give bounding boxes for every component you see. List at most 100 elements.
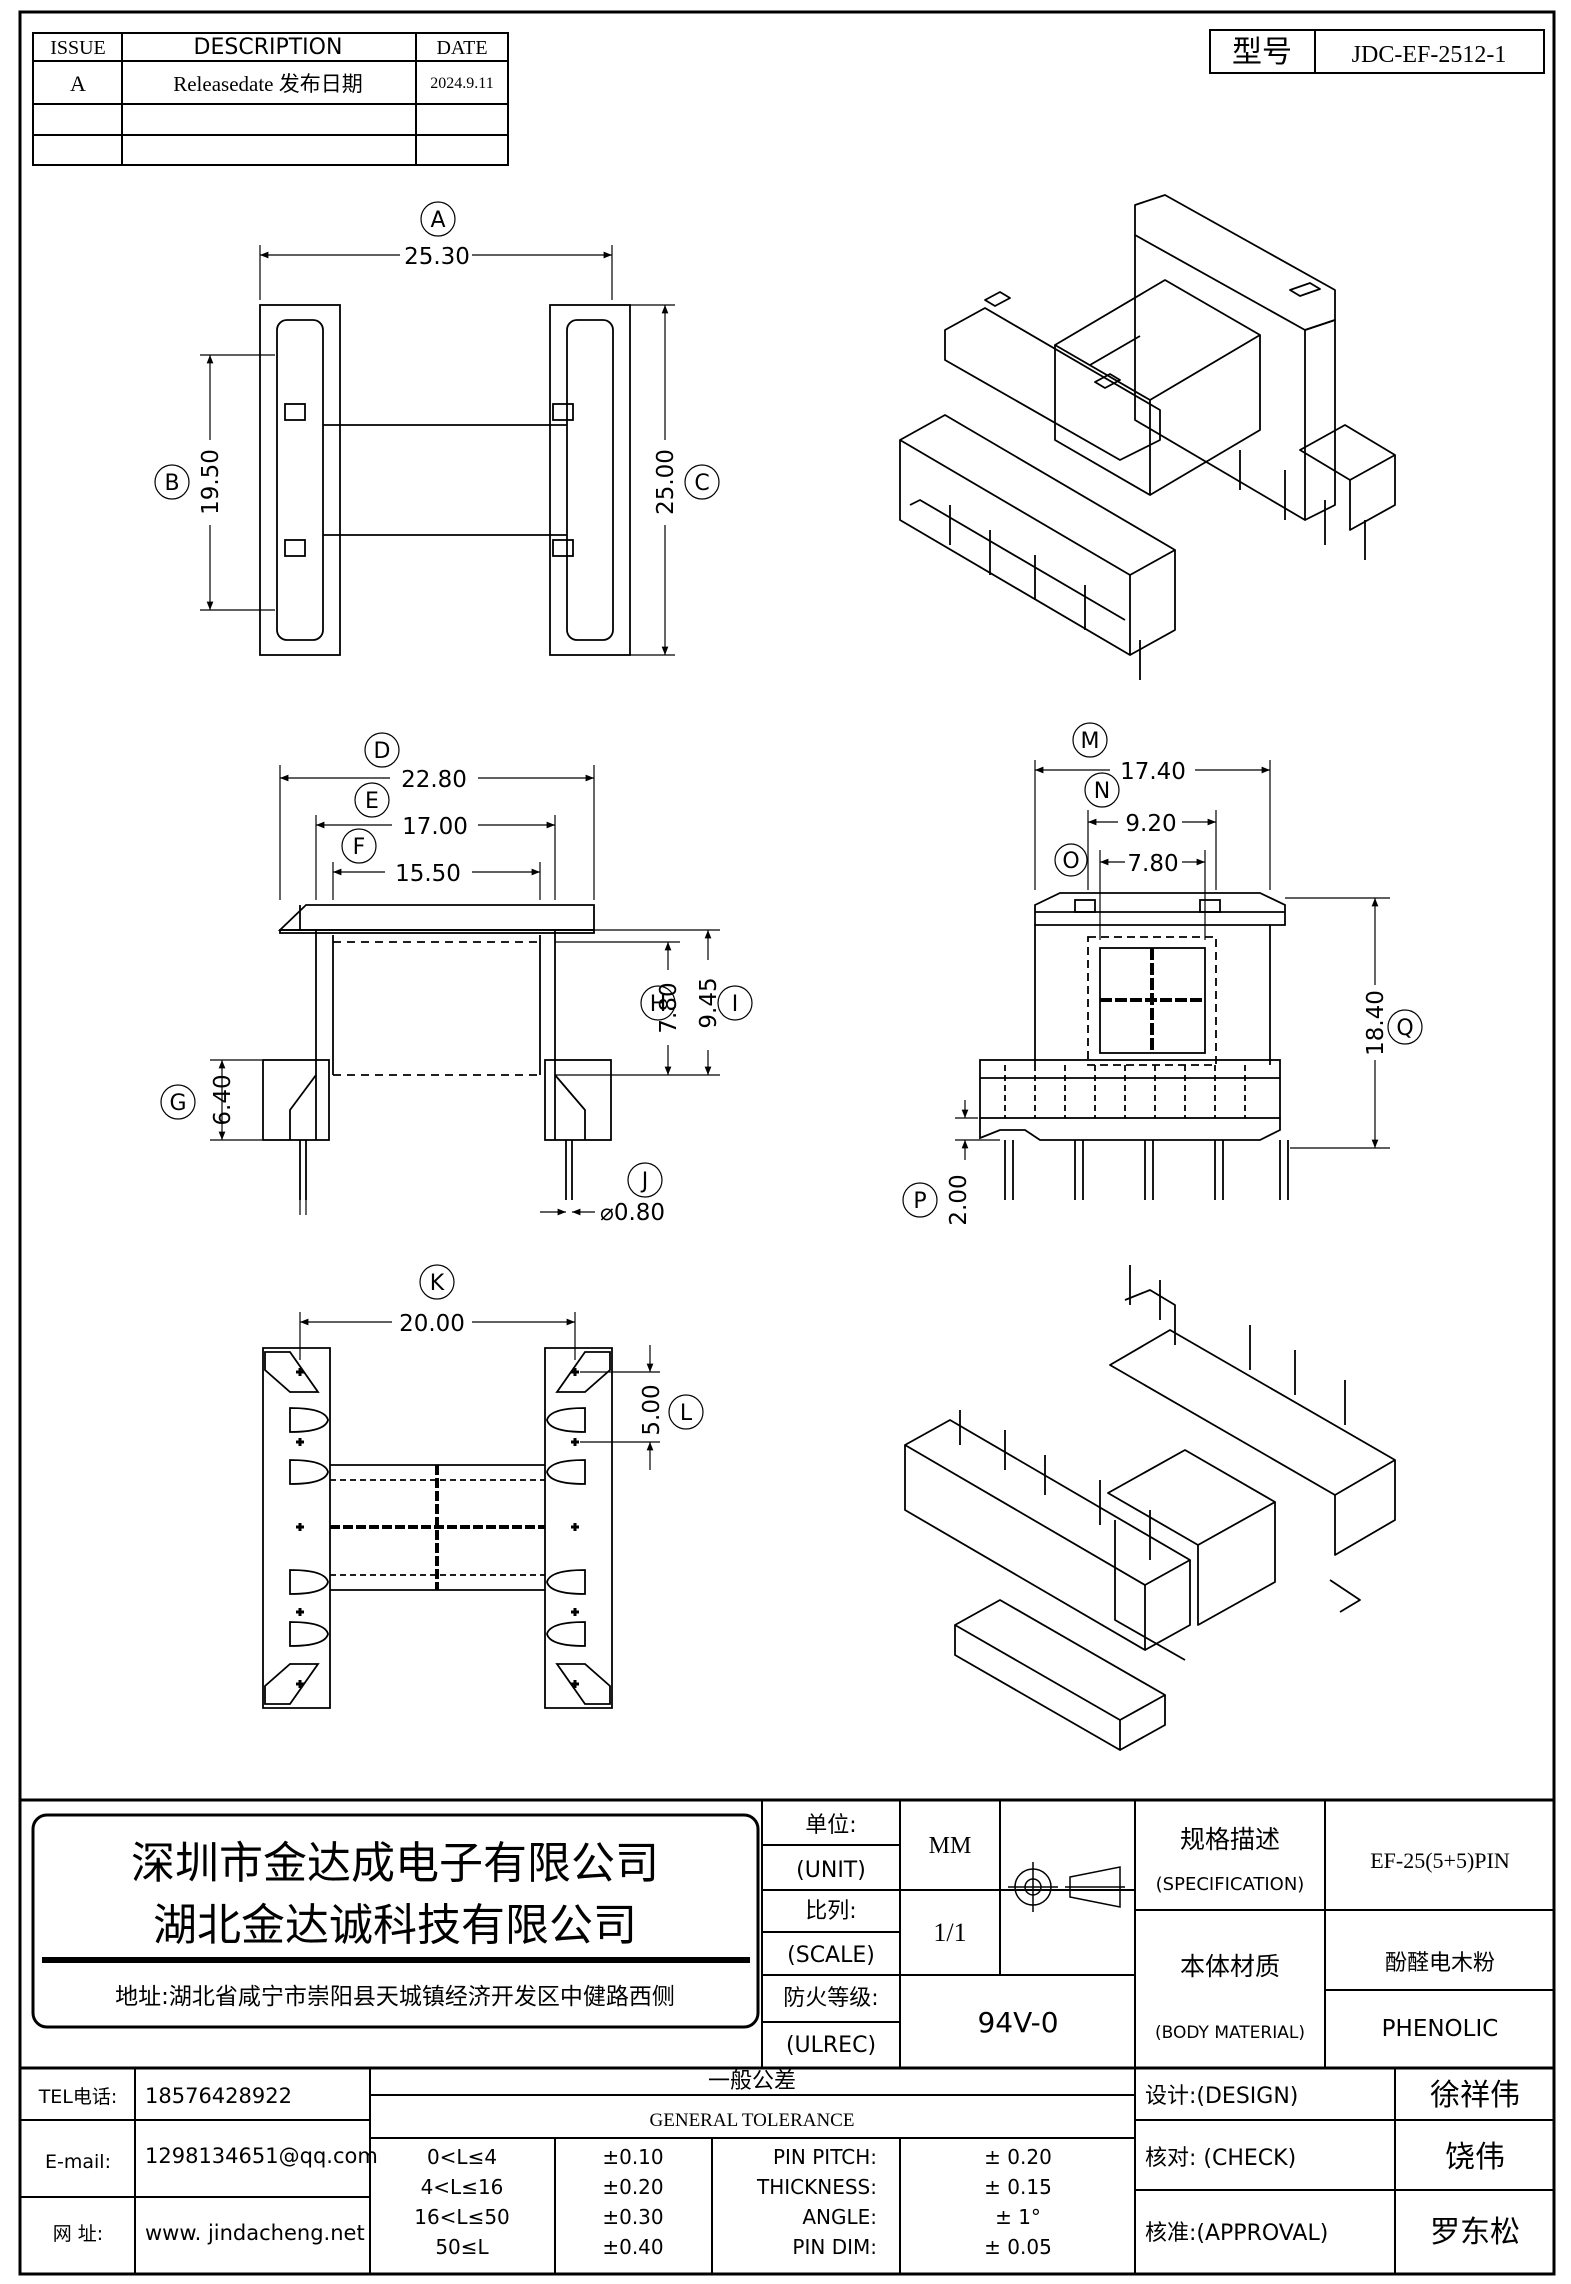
- tolerance-item-value: ± 0.20: [984, 2145, 1052, 2169]
- iso-view-top: [899, 194, 1396, 680]
- sheet-border: [18, 10, 1556, 2276]
- dim-value-I: 9.45: [696, 977, 722, 1028]
- scale-label-cn: 比列:: [805, 1899, 856, 1924]
- dim-value-L: 5.00: [639, 1384, 665, 1435]
- side-view-dims: [902, 722, 1423, 1218]
- fire-value: 94V-0: [977, 2006, 1058, 2039]
- tolerance-item: PIN DIM:: [792, 2235, 877, 2259]
- tolerance-value: ±0.10: [602, 2145, 663, 2169]
- dim-value-O: 7.80: [1127, 851, 1178, 877]
- company-name-2: 湖北金达诚科技有限公司: [153, 1900, 637, 1951]
- projection-symbol-icon: [1008, 1862, 1125, 1912]
- tolerance-range: 16<L≤50: [414, 2205, 510, 2229]
- company-address: 地址:湖北省咸宁市崇阳县天城镇经济开发区中健路西侧: [115, 1984, 675, 2010]
- dim-value-G: 6.40: [210, 1074, 236, 1125]
- callout-F: F: [353, 835, 366, 860]
- tolerance-value: ±0.30: [602, 2205, 663, 2229]
- callout-K: K: [430, 1271, 445, 1296]
- unit-label-cn: 单位:: [805, 1813, 856, 1838]
- revision-description: Releasedate 发布日期: [173, 72, 363, 96]
- dim-value-Q: 18.40: [1363, 990, 1389, 1056]
- top-view: [259, 304, 631, 656]
- material-value-en: PHENOLIC: [1382, 2016, 1499, 2042]
- tolerance-item: PIN PITCH:: [773, 2145, 877, 2169]
- callout-N: N: [1094, 779, 1110, 804]
- fire-label-en: (ULREC): [786, 2033, 876, 2058]
- company-name-1: 深圳市金达成电子有限公司: [131, 1838, 659, 1889]
- tolerance-item: THICKNESS:: [756, 2175, 877, 2199]
- dim-value-E: 17.00: [402, 814, 468, 840]
- design-label: 设计:(DESIGN): [1145, 2084, 1298, 2109]
- callout-Q: Q: [1396, 1016, 1413, 1041]
- revision-header-issue: ISSUE: [50, 37, 106, 59]
- dim-value-C: 25.00: [653, 449, 679, 515]
- tolerance-title-cn: 一般公差: [708, 2069, 796, 2094]
- approval-value: 罗东松: [1430, 2215, 1520, 2250]
- dim-value-B: 19.50: [198, 449, 224, 515]
- dim-value-H: 7.80: [656, 982, 682, 1033]
- revision-date: 2024.9.11: [430, 75, 493, 92]
- dim-value-A: 25.30: [404, 244, 470, 270]
- unit-label-en: (UNIT): [796, 1858, 866, 1883]
- model-label: 型号: [1232, 35, 1292, 70]
- material-label-cn: 本体材质: [1180, 1952, 1280, 1981]
- tolerance-item-value: ± 1°: [995, 2205, 1041, 2229]
- tolerance-range: 50≤L: [435, 2235, 489, 2259]
- scale-value: 1/1: [933, 1918, 966, 1947]
- web-value[interactable]: www. jindacheng.net: [145, 2221, 365, 2245]
- fire-label-cn: 防火等级:: [783, 1986, 878, 2011]
- callout-D: D: [374, 739, 391, 764]
- callout-L: L: [680, 1401, 693, 1426]
- spec-label-en: (SPECIFICATION): [1156, 1874, 1305, 1895]
- revision-header-description: DESCRIPTION: [194, 35, 343, 60]
- dim-value-P: 2.00: [946, 1174, 972, 1225]
- dim-value-J: ⌀0.80: [600, 1200, 665, 1226]
- bottom-view: [262, 1347, 613, 1709]
- design-value: 徐祥伟: [1430, 2078, 1520, 2113]
- revision-table: [32, 32, 509, 166]
- web-label: 网 址:: [53, 2223, 103, 2245]
- tolerance-value: ±0.40: [602, 2235, 663, 2259]
- tolerance-range: 0<L≤4: [427, 2145, 497, 2169]
- scale-label-en: (SCALE): [787, 1943, 875, 1968]
- tolerance-item-value: ± 0.05: [984, 2235, 1052, 2259]
- material-label-en: (BODY MATERIAL): [1155, 2023, 1305, 2043]
- dim-value-D: 22.80: [401, 767, 467, 793]
- model-box: [1209, 29, 1545, 74]
- tolerance-item-value: ± 0.15: [984, 2175, 1052, 2199]
- title-block-lines: [20, 1798, 1554, 2274]
- callout-J: J: [640, 1169, 649, 1194]
- tolerance-item: ANGLE:: [802, 2205, 877, 2229]
- callout-B: B: [164, 471, 179, 496]
- revision-issue: A: [70, 71, 86, 96]
- check-label: 核对: (CHECK): [1145, 2146, 1296, 2171]
- side-view: [979, 892, 1289, 1200]
- unit-value: MM: [929, 1833, 972, 1859]
- tel-value: 18576428922: [145, 2084, 292, 2108]
- callout-M: M: [1081, 729, 1100, 754]
- dim-value-F: 15.50: [395, 861, 461, 887]
- tolerance-range: 4<L≤16: [421, 2175, 504, 2199]
- callout-P: P: [913, 1189, 926, 1214]
- dim-value-K: 20.00: [399, 1311, 465, 1337]
- spec-value: EF-25(5+5)PIN: [1370, 1848, 1510, 1873]
- revision-header-date: DATE: [436, 37, 487, 59]
- front-view-dims: [160, 732, 753, 1216]
- callout-E: E: [365, 789, 379, 814]
- tolerance-title-en: GENERAL TOLERANCE: [650, 2110, 855, 2131]
- tel-label: TEL电话:: [38, 2086, 118, 2108]
- bottom-view-dims: [299, 1264, 704, 1470]
- callout-I: I: [732, 992, 739, 1017]
- callout-A: A: [430, 208, 445, 233]
- callout-O: O: [1062, 849, 1079, 874]
- material-value-cn: 酚醛电木粉: [1385, 1951, 1495, 1976]
- email-value[interactable]: 1298134651@qq.com: [145, 2144, 378, 2168]
- front-view: [262, 904, 612, 1200]
- callout-C: C: [694, 471, 709, 496]
- spec-label-cn: 规格描述: [1180, 1825, 1280, 1854]
- iso-view-bottom: [904, 1265, 1396, 1751]
- callout-G: G: [169, 1091, 186, 1116]
- callout-H: H: [650, 992, 667, 1017]
- dim-value-N: 9.20: [1125, 811, 1176, 837]
